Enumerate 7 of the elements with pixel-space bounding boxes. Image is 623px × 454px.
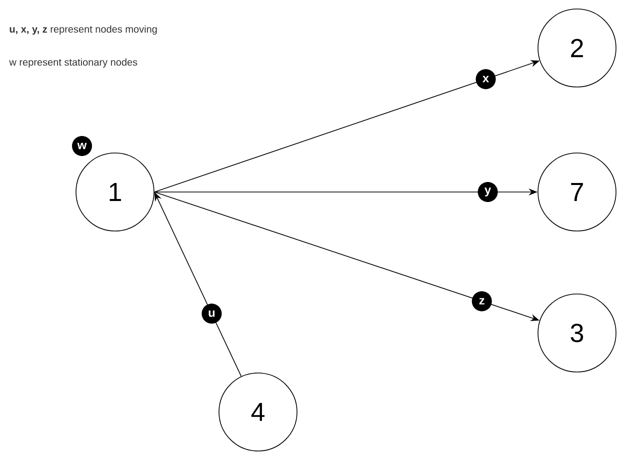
node-badge: w (72, 136, 92, 156)
edge-label: x (476, 69, 496, 90)
edge-label: u (202, 304, 222, 324)
edge-label: z (472, 291, 492, 312)
legend-note: u, x, y, z represent nodes moving (10, 25, 157, 35)
edge-label: y (478, 182, 498, 202)
legend-note: w represent stationary nodes (9, 58, 138, 68)
